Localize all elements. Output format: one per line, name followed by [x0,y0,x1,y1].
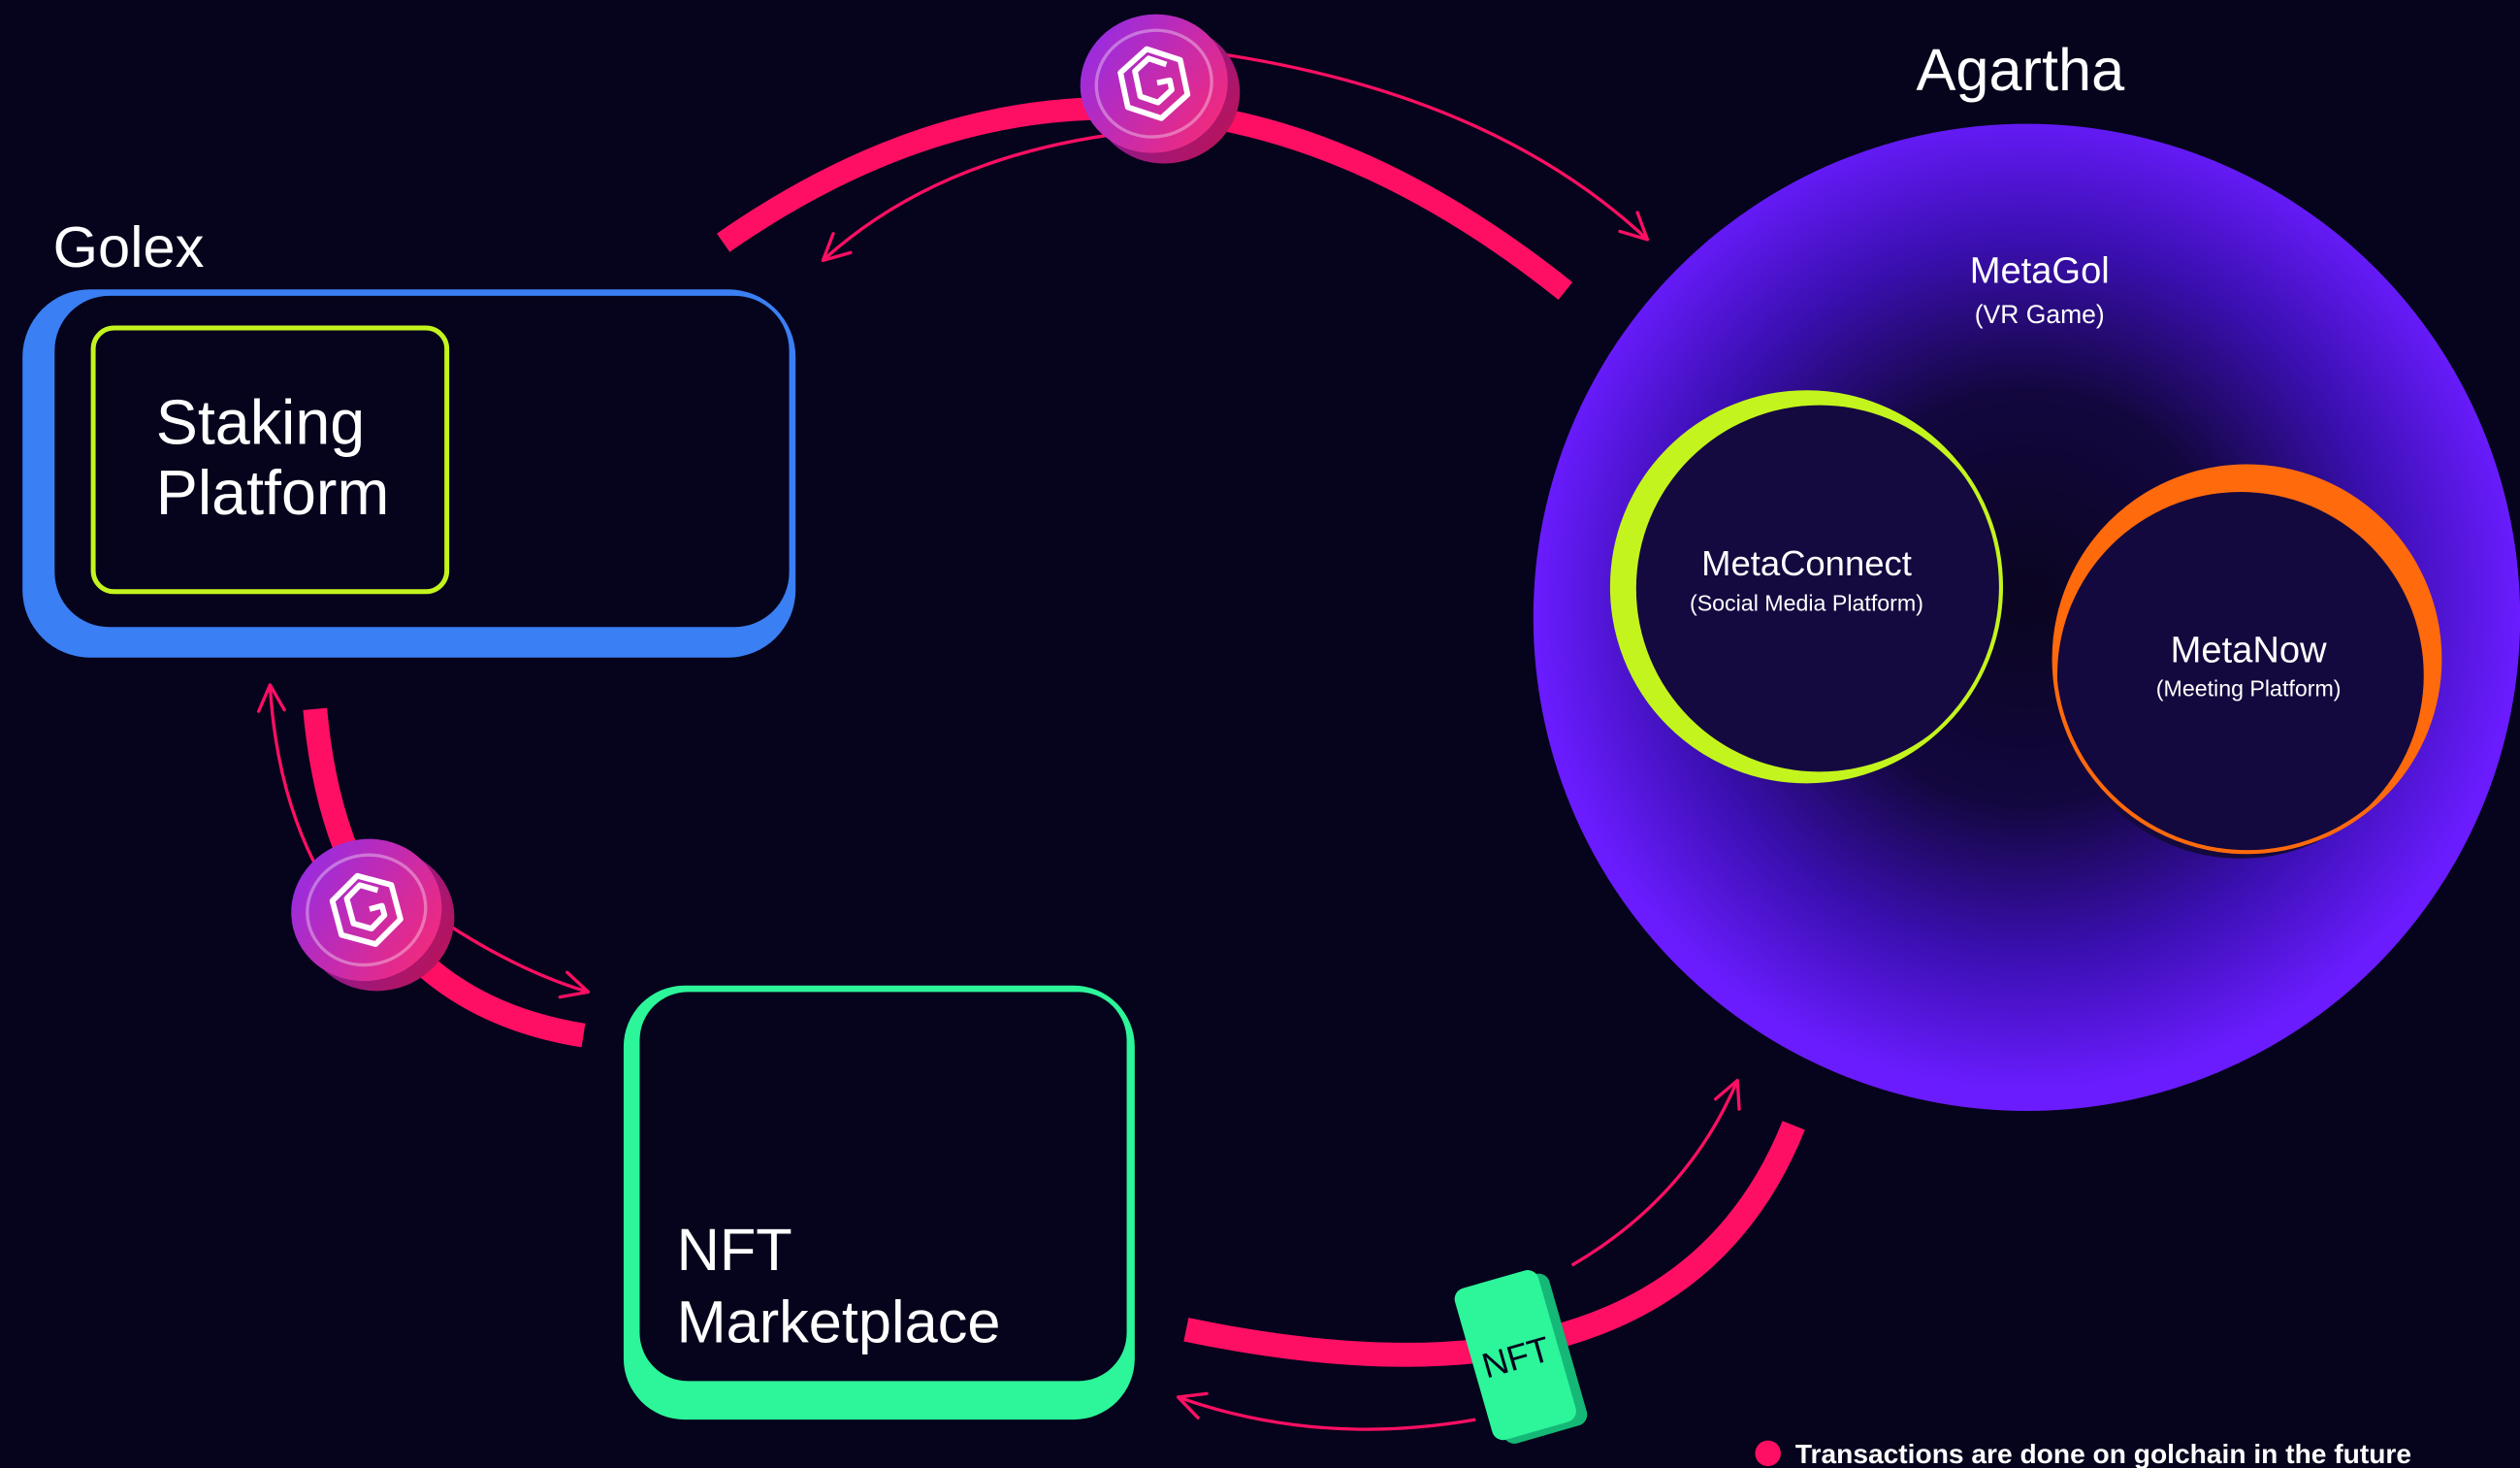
metanow-sublabel: (Meeting Platform) [2156,675,2342,701]
golex-box [22,289,796,658]
legend-text: Transactions are done on golchain in the… [1795,1439,2411,1468]
nft-marketplace-label-line1: NFT [677,1217,792,1283]
arrow-to-golex [821,133,1110,263]
metanow-circle: MetaNow (Meeting Platform) [2052,464,2442,859]
flow-arc-marketplace-agartha [1183,1121,1805,1367]
agartha-sphere [1533,123,2520,1111]
agartha-title: Agartha [1916,37,2125,103]
metaconnect-sublabel: (Social Media Platform) [1690,591,1923,616]
staking-platform-label-line1: Staking [156,387,366,457]
arrow-to-marketplace [449,925,591,999]
golex-title: Golex [53,214,205,279]
metagol-label: MetaGol [1970,251,2110,292]
arrow-to-agartha-from-marketplace [1570,1078,1741,1267]
metanow-label: MetaNow [2171,631,2327,671]
staking-platform-label-line2: Platform [156,458,390,528]
nft-marketplace-box: NFT Marketplace [623,985,1135,1420]
golchain-coin-icon-2 [291,838,455,992]
nft-card-icon: NFT [1454,1269,1588,1444]
legend-dot [1755,1440,1781,1467]
staking-platform-box: Staking Platform [90,325,450,595]
golchain-coin-icon [1080,14,1241,164]
legend: Transactions are done on golchain in the… [1755,1439,2411,1468]
nft-marketplace-label-line2: Marketplace [677,1289,1001,1355]
arrow-to-staking [257,683,323,877]
metagol-sublabel: (VR Game) [1975,300,2105,329]
metaconnect-label: MetaConnect [1701,543,1912,583]
metaconnect-circle: MetaConnect (Social Media Platform) [1609,390,2004,784]
arrow-to-agartha [1224,52,1650,242]
arrow-to-marketplace-from-agartha [1176,1391,1476,1431]
